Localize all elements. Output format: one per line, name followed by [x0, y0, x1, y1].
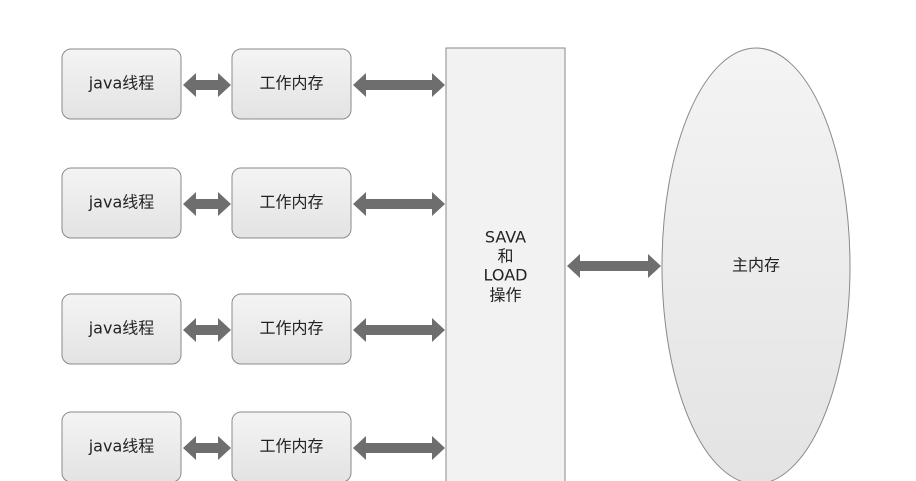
- thread-box: [61, 167, 182, 239]
- working-memory-box: [231, 167, 352, 239]
- thread-label: java线程: [88, 193, 155, 212]
- thread-box: [61, 48, 182, 120]
- main-memory-label: 主内存: [732, 256, 780, 275]
- thread-row: java线程 工作内存: [61, 167, 445, 239]
- working-memory-label: 工作内存: [259, 437, 323, 456]
- thread-memory-arrow: [183, 318, 231, 342]
- operation-line: LOAD: [484, 266, 528, 285]
- thread-row: java线程 工作内存: [61, 411, 445, 481]
- operation-line: 和: [497, 247, 513, 266]
- working-memory-label: 工作内存: [259, 74, 323, 93]
- main-memory-ellipse: [661, 47, 851, 481]
- operation-line: SAVA: [485, 228, 526, 247]
- working-memory-box: [231, 48, 352, 120]
- thread-label: java线程: [88, 74, 155, 93]
- memory-operation-arrow: [353, 192, 445, 216]
- working-memory-label: 工作内存: [259, 319, 323, 338]
- main-memory: 主内存: [661, 47, 851, 481]
- memory-operation-arrow: [353, 318, 445, 342]
- working-memory-label: 工作内存: [259, 193, 323, 212]
- thread-memory-arrow: [183, 436, 231, 460]
- thread-label: java线程: [88, 319, 155, 338]
- thread-row: java线程 工作内存: [61, 293, 445, 365]
- thread-box: [61, 411, 182, 481]
- operation-line: 操作: [489, 286, 521, 305]
- operation-panel-box: [445, 47, 566, 481]
- working-memory-box: [231, 293, 352, 365]
- operation-panel: SAVA 和 LOAD 操作: [445, 47, 566, 481]
- thread-box: [61, 293, 182, 365]
- memory-operation-arrow: [353, 73, 445, 97]
- thread-memory-arrow: [183, 192, 231, 216]
- working-memory-box: [231, 411, 352, 481]
- thread-label: java线程: [88, 437, 155, 456]
- thread-row: java线程 工作内存: [61, 48, 445, 120]
- main-memory-arrow: [567, 254, 661, 278]
- memory-operation-arrow: [353, 436, 445, 460]
- thread-memory-arrow: [183, 73, 231, 97]
